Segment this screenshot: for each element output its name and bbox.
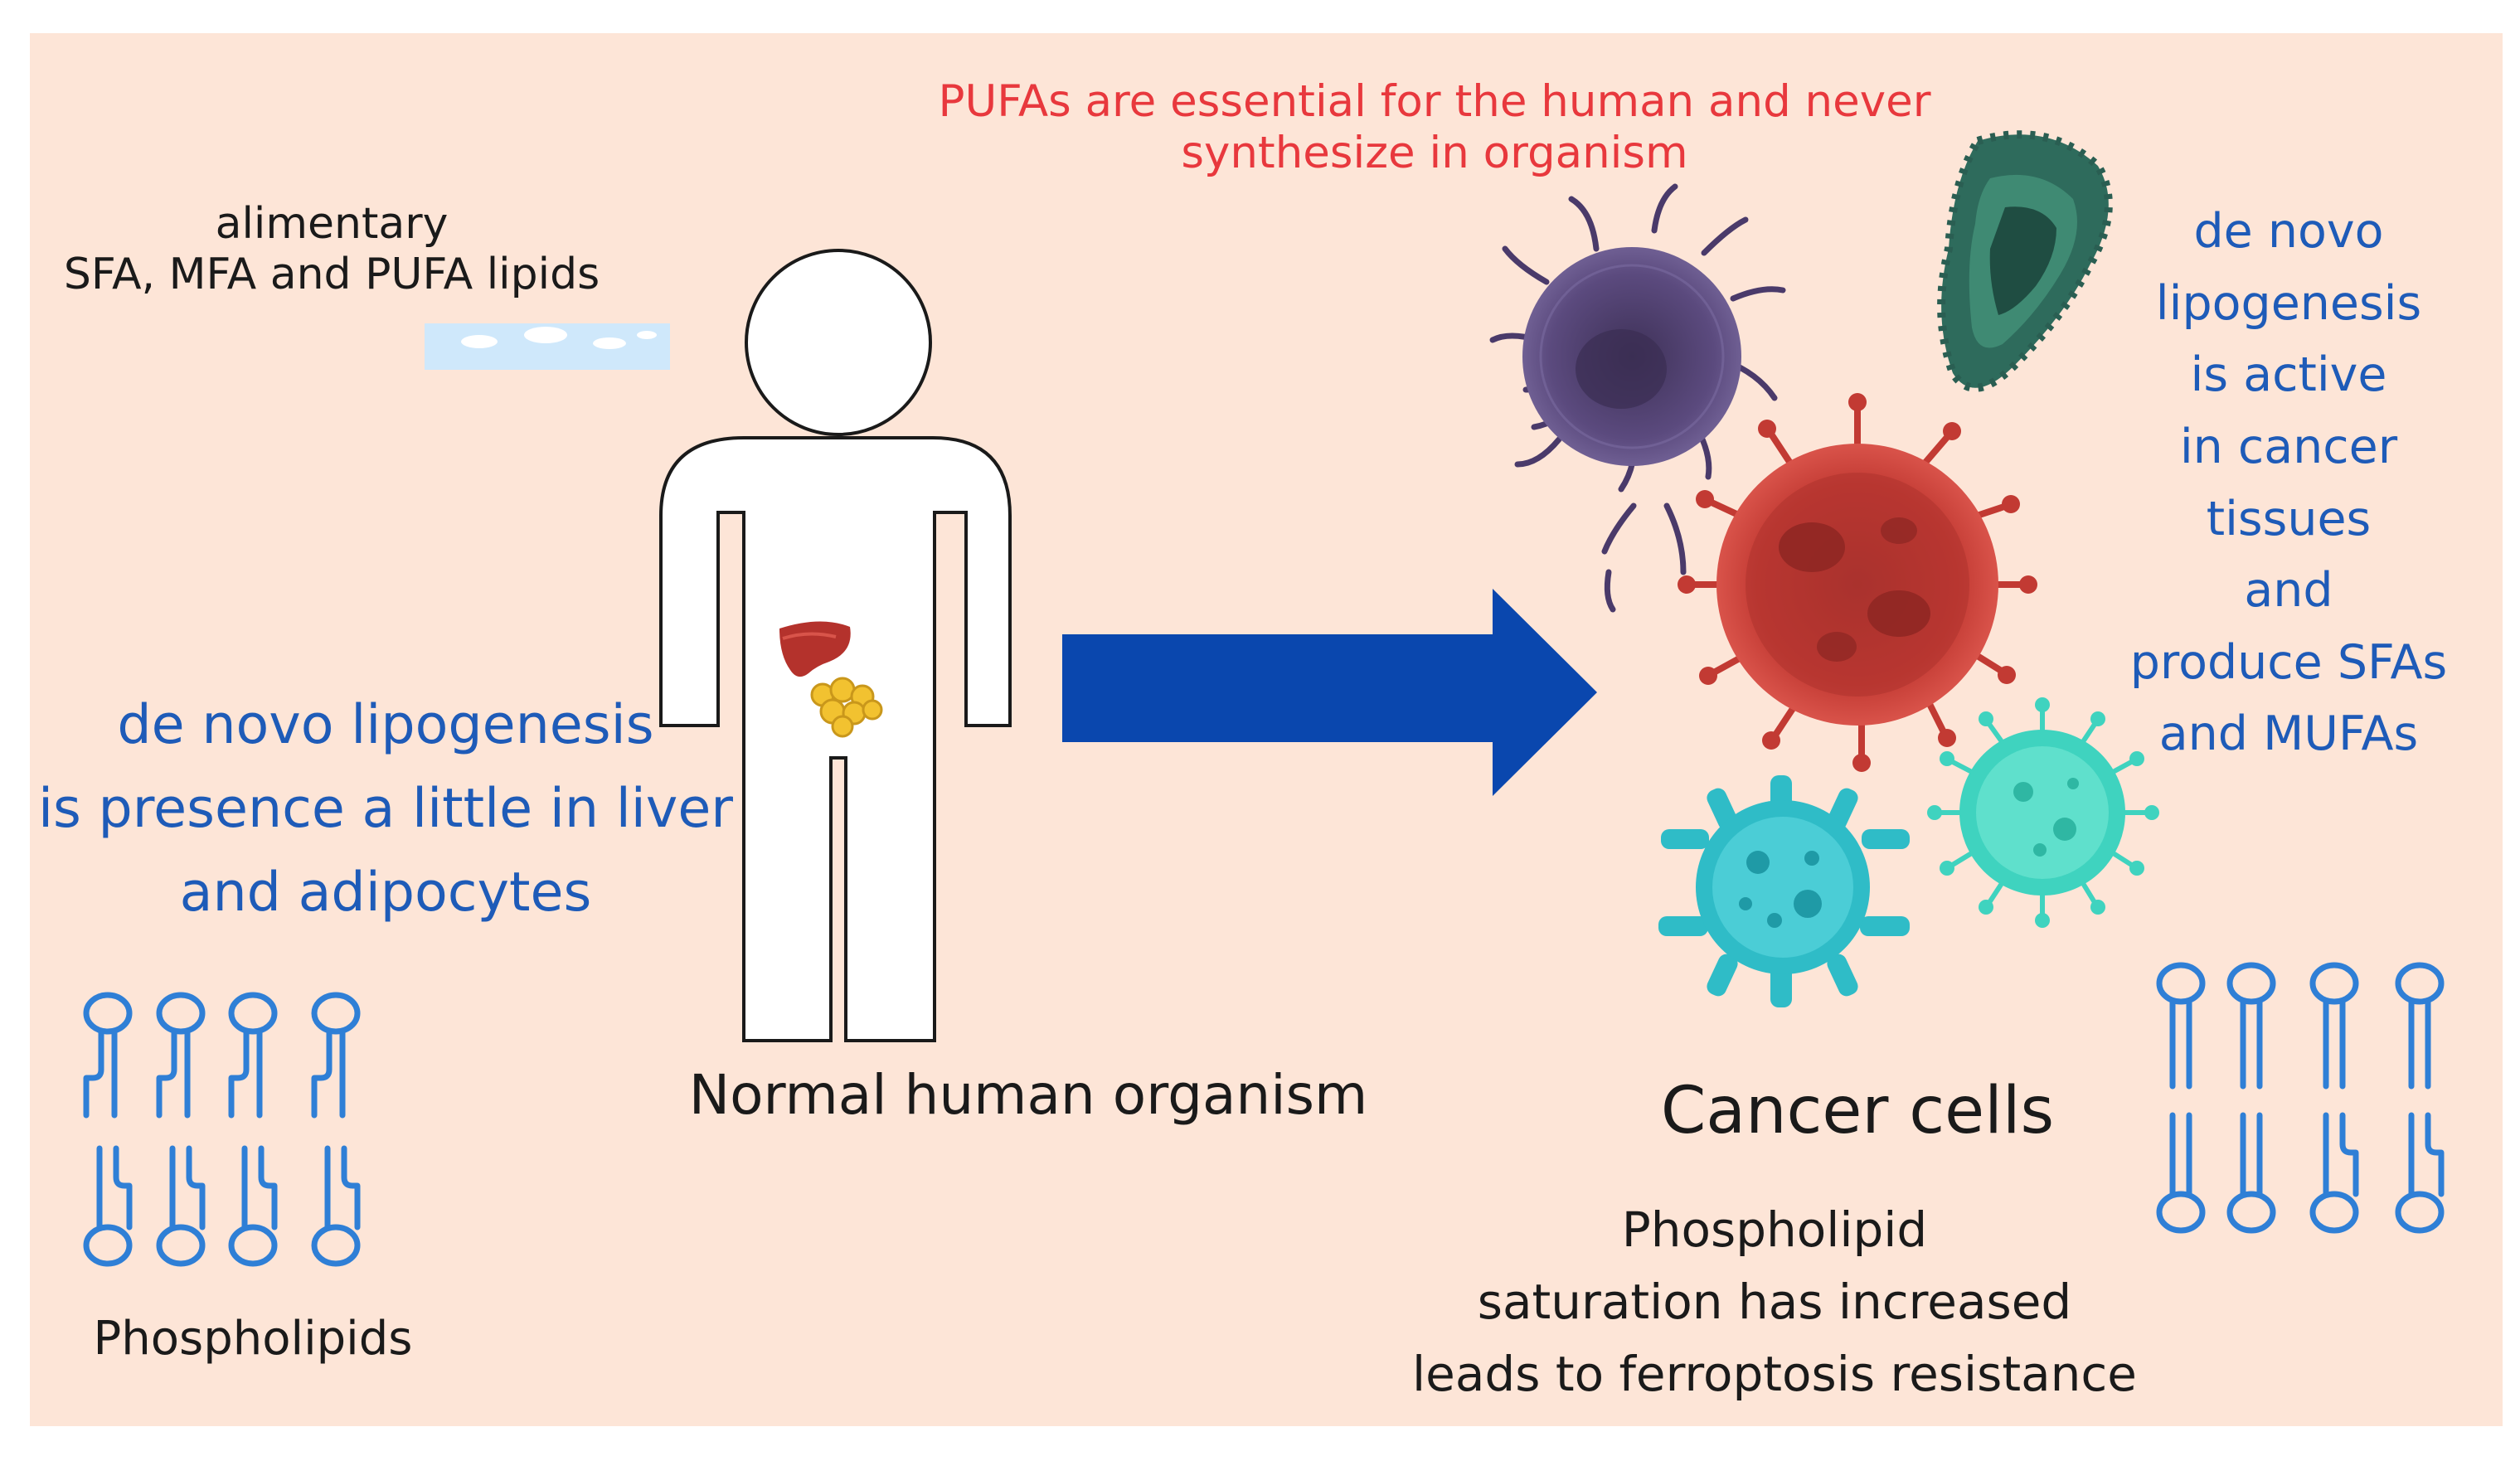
- pufa-essential-note: PUFAs are essential for the human and ne…: [938, 76, 1931, 178]
- liver-lipogenesis-note: de novo lipogenesis is presence a little…: [37, 694, 734, 924]
- phospholipids-label: Phospholipids: [93, 1312, 413, 1366]
- phospholipid-bilayer-icon: [83, 992, 361, 1267]
- human-outline-icon: [659, 249, 1012, 1042]
- alimentary-lipids-label: alimentary SFA, MFA and PUFA lipids: [63, 199, 600, 299]
- adipocytes-icon: [810, 677, 883, 738]
- cancer-cells-label: Cancer cells: [1660, 1074, 2055, 1148]
- cancer-lipogenesis-note: de novo lipogenesis is active in cancer …: [2129, 204, 2448, 762]
- cancer-cell-icon: [1937, 130, 2113, 392]
- liver-icon: [779, 621, 851, 677]
- phospholipid-bilayer-icon: [2156, 962, 2445, 1234]
- phospholipid-saturation-note: Phospholipid saturation has increased le…: [1412, 1201, 2137, 1402]
- cancer-cell-icon: [1678, 393, 2037, 772]
- cancer-cell-icon: [1658, 775, 1910, 1007]
- right-arrow-icon: [1062, 589, 1597, 796]
- cancer-cell-icon: [1489, 183, 1786, 613]
- sky-cloud-icon: [425, 323, 670, 370]
- cancer-cell-icon: [1927, 697, 2159, 928]
- normal-organism-label: Normal human organism: [688, 1063, 1368, 1127]
